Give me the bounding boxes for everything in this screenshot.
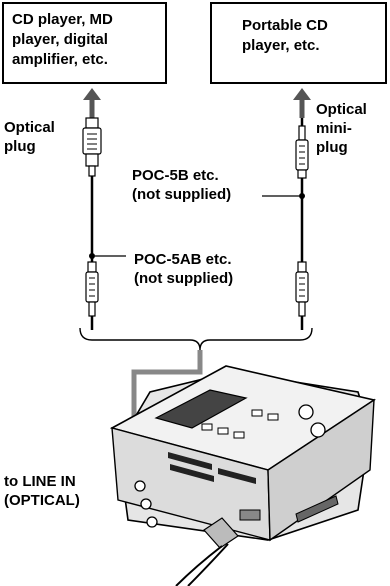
right-cable-joint <box>299 193 305 199</box>
arrow-right-icon <box>293 88 311 118</box>
portable-cd-player-box-text: Portable CD player, etc. <box>242 17 328 54</box>
left-mini-plug-icon <box>85 261 99 330</box>
optical-mini-plug-label: Optical mini- plug <box>316 101 367 156</box>
cd-md-player-box-text: CD player, MD player, digital amplifier,… <box>12 11 113 68</box>
optical-plug-icon <box>82 117 102 177</box>
brace-bracket <box>79 327 313 351</box>
left-cable-joint <box>89 253 95 259</box>
minidisc-recorder-icon <box>109 365 376 586</box>
right-mini-plug-icon <box>295 261 309 330</box>
portable-cd-player-box: Portable CD player, etc. <box>210 2 387 84</box>
arrow-left-icon <box>83 88 101 118</box>
cd-md-player-box: CD player, MD player, digital amplifier,… <box>2 2 167 84</box>
optical-mini-plug-icon <box>295 118 309 179</box>
poc-5b-cable-label: POC-5B etc. (not supplied) <box>132 167 232 203</box>
optical-plug-label: Optical plug <box>4 119 55 155</box>
line-in-optical-label: to LINE IN (OPTICAL) <box>4 473 80 509</box>
poc-5ab-cable-label: POC-5AB etc. (not supplied) <box>134 251 234 287</box>
